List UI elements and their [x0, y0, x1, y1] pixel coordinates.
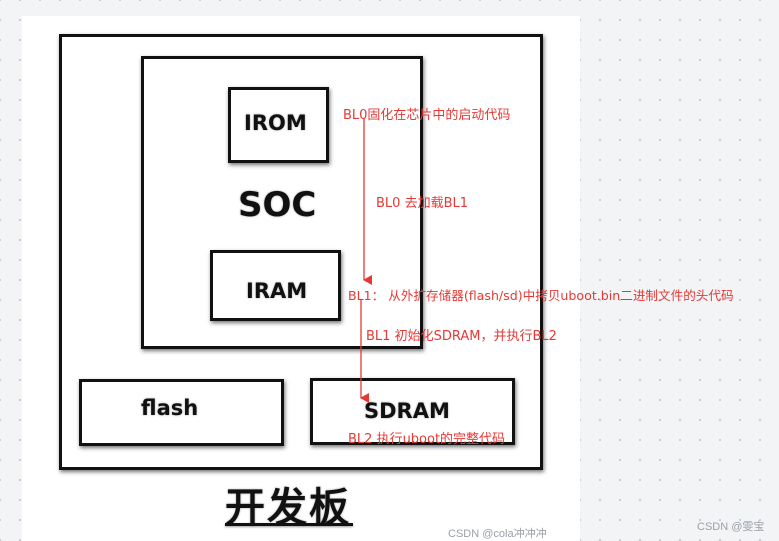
sdram-block [310, 378, 515, 445]
watermark-outer: CSDN @雯宝 [697, 521, 765, 533]
soc-label: SOC [238, 185, 317, 225]
irom-label: IROM [244, 111, 307, 135]
annotation-bl1-copy: BL1： 从外扩存储器(flash/sd)中拷贝uboot.bin二进制文件的头… [348, 288, 734, 303]
annotation-bl0-fixed: BL0固化在芯片中的启动代码 [343, 108, 511, 123]
annotation-bl2-exec: BL2 执行uboot的完整代码 [348, 432, 506, 447]
irom-block [228, 87, 329, 163]
watermark-inner: CSDN @cola冲冲冲 [448, 528, 547, 540]
flash-label: flash [141, 396, 199, 420]
annotation-bl1-init: BL1 初始化SDRAM，并执行BL2 [366, 329, 557, 344]
iram-label: IRAM [246, 279, 308, 303]
flash-block [79, 379, 284, 446]
sdram-label: SDRAM [364, 399, 450, 423]
annotation-bl0-load: BL0 去加载BL1 [376, 196, 468, 211]
board-title-underline [225, 523, 353, 526]
iram-block [210, 250, 341, 321]
